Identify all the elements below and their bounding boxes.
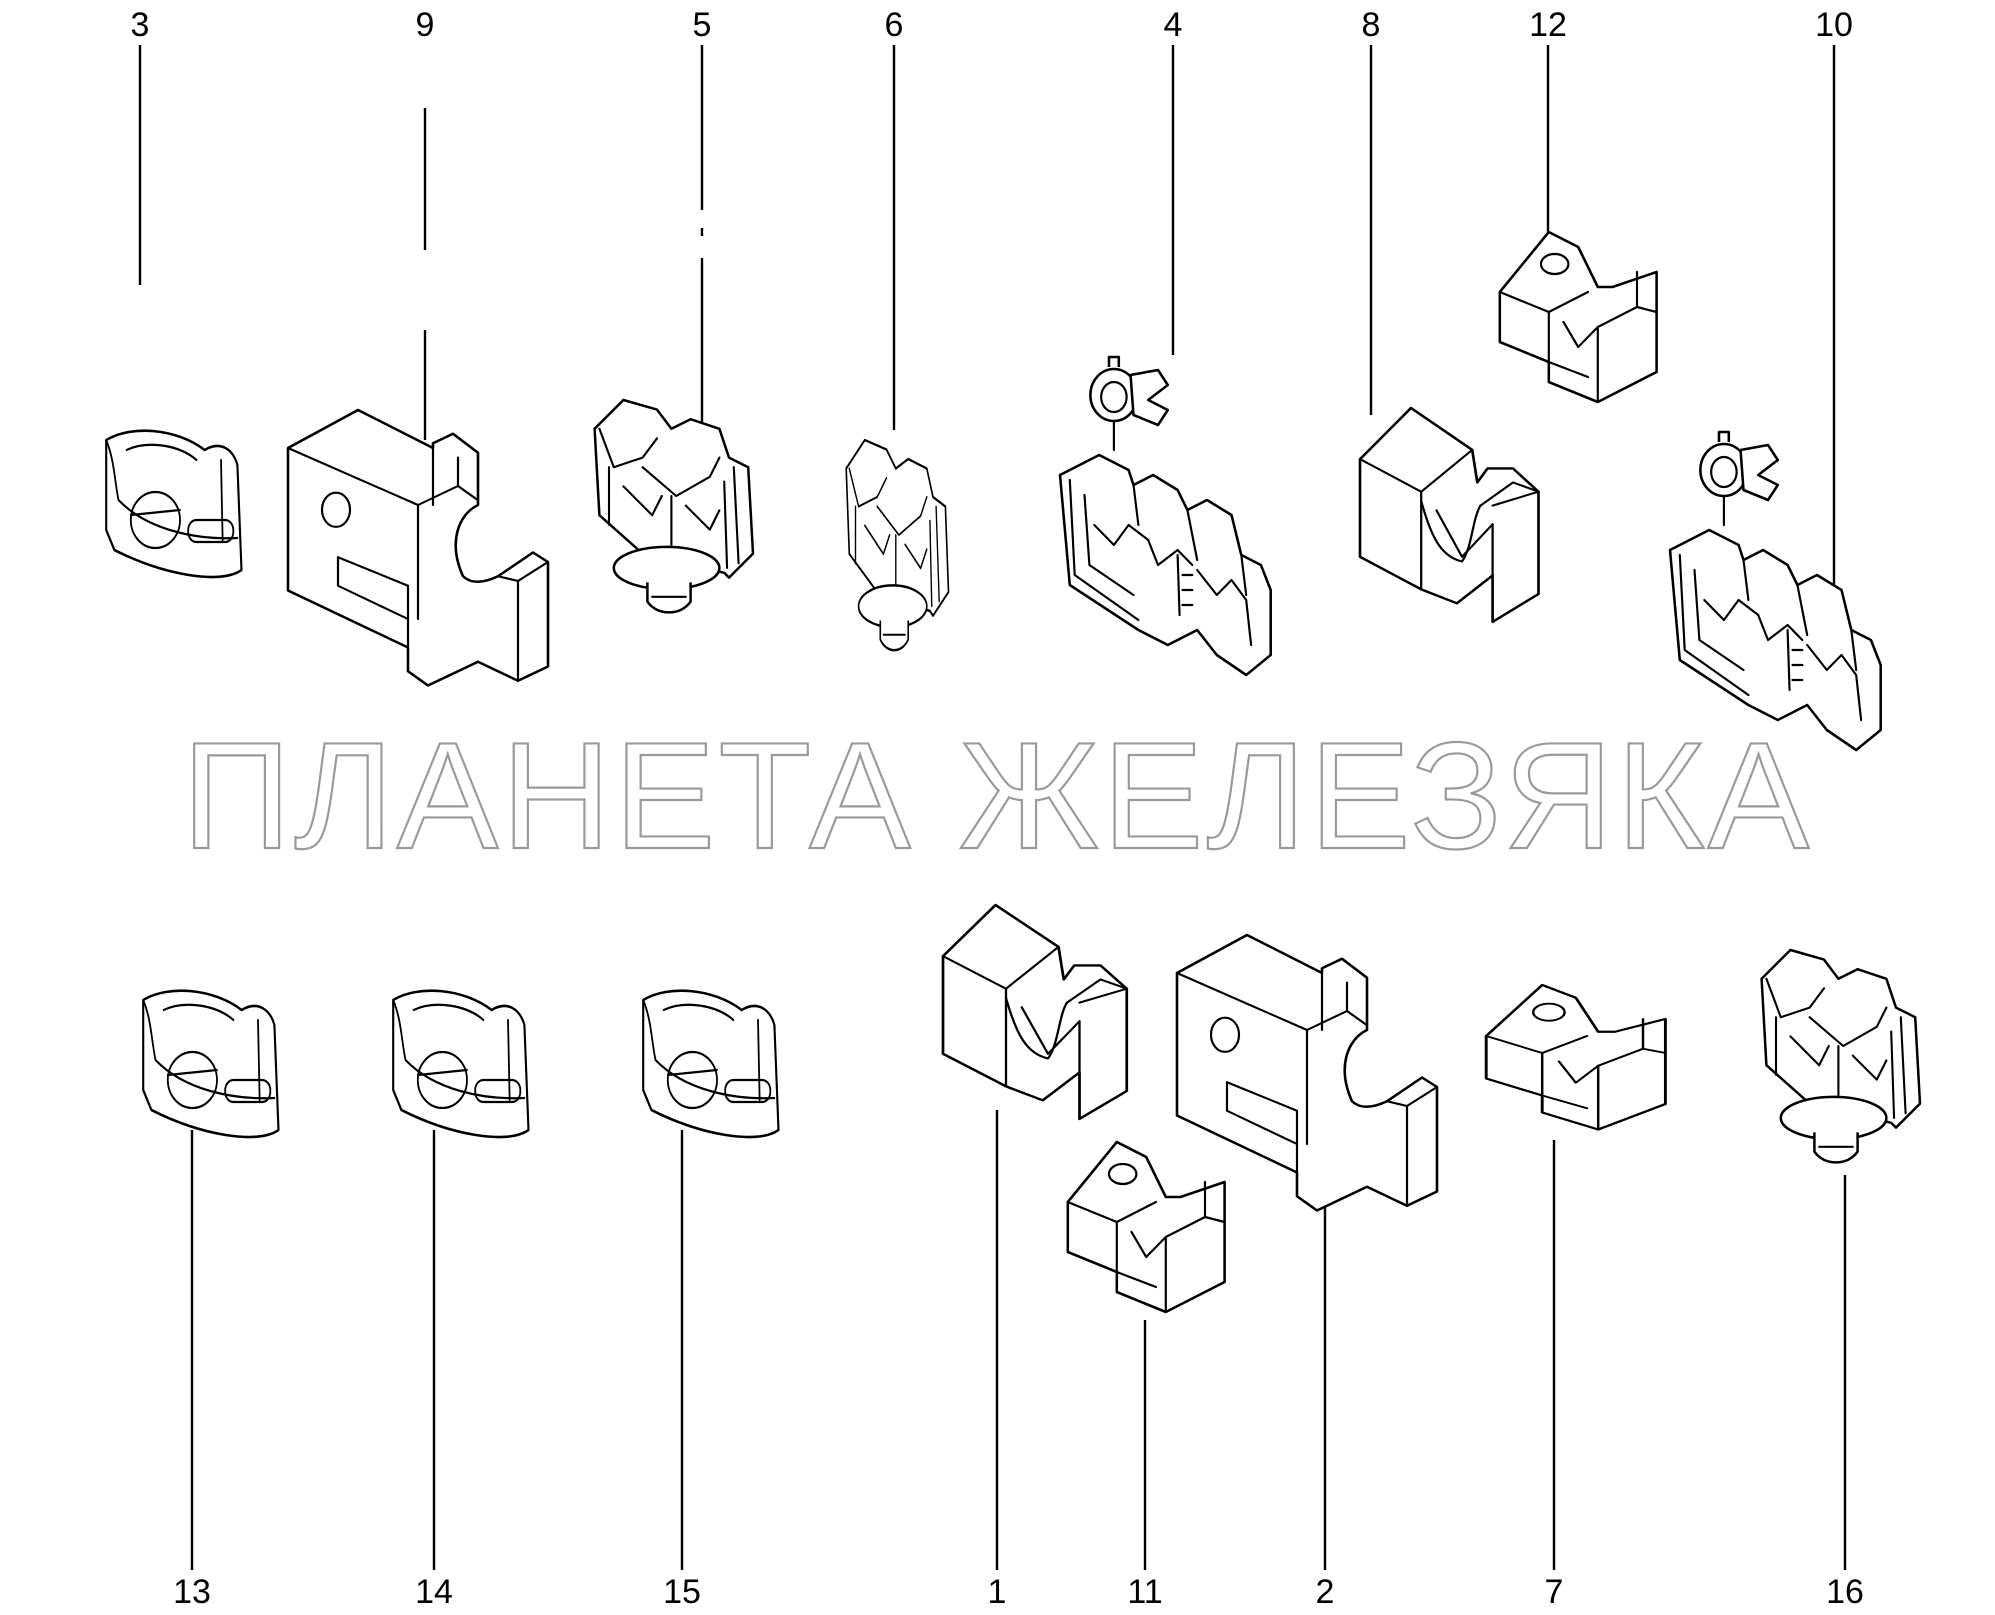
part-3	[104, 429, 243, 579]
callout-numbers: 3 9 5 6 4 8 12 10 13 14 15 1 11 2 7 16	[131, 6, 1864, 1611]
part-6	[844, 438, 950, 652]
callout-5: 5	[693, 6, 712, 44]
callout-2: 2	[1316, 1573, 1335, 1611]
callout-12: 12	[1529, 6, 1567, 44]
leader-lines	[138, 45, 1847, 1570]
part-1	[941, 903, 1129, 1121]
callout-15: 15	[663, 1573, 701, 1611]
watermark-text: ПЛАНЕТА ЖЕЛЕЗЯКА	[182, 711, 1812, 881]
callout-11: 11	[1127, 1573, 1162, 1611]
part-7	[1484, 983, 1667, 1131]
part-10	[1668, 430, 1882, 752]
part-12	[1498, 230, 1658, 404]
callout-3: 3	[131, 6, 150, 44]
part-11	[1066, 1140, 1226, 1314]
callout-6: 6	[885, 6, 904, 44]
callout-16: 16	[1826, 1573, 1864, 1611]
part-2	[1175, 933, 1439, 1212]
callout-14: 14	[415, 1573, 453, 1611]
part-8	[1358, 406, 1540, 624]
callout-10: 10	[1815, 6, 1853, 44]
part-13	[141, 989, 280, 1139]
part-5	[593, 398, 755, 614]
callout-4: 4	[1164, 6, 1183, 44]
part-16	[1760, 948, 1922, 1164]
callout-1: 1	[988, 1573, 1007, 1611]
part-4	[1058, 355, 1272, 677]
callout-8: 8	[1362, 6, 1381, 44]
callout-9: 9	[416, 6, 435, 44]
part-9	[286, 408, 550, 687]
callout-13: 13	[173, 1573, 211, 1611]
callout-7: 7	[1545, 1573, 1564, 1611]
part-14	[391, 989, 530, 1139]
part-15	[641, 989, 780, 1139]
